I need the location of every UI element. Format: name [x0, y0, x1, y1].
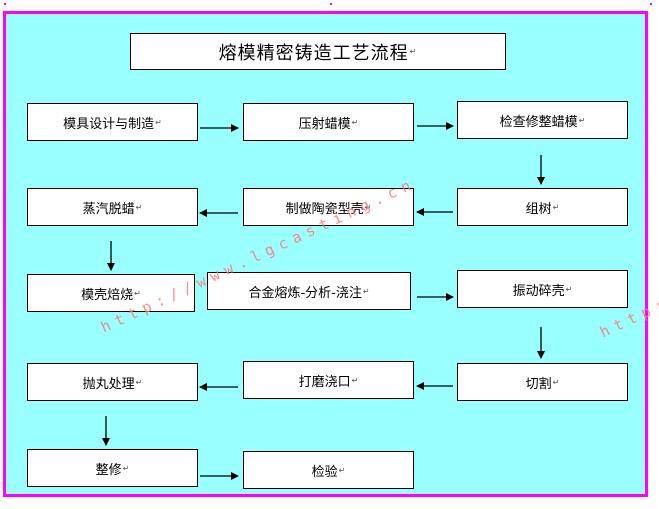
diagram-title-text: 熔模精密铸造工艺流程 [218, 42, 409, 64]
paragraph-mark: ↵ [351, 117, 359, 127]
step-mold-design: 模具设计与制造↵ [27, 103, 198, 141]
step-label: 检验 [311, 464, 338, 480]
step-label: 抛丸处理 [82, 376, 135, 392]
step-label: 模具设计与制造 [63, 116, 155, 132]
paragraph-mark: ↵ [552, 202, 560, 212]
paragraph-mark: ↵ [552, 377, 560, 387]
paragraph-mark: ↵ [409, 47, 418, 56]
paragraph-mark: ↵ [362, 286, 370, 296]
step-label: 切割 [525, 376, 552, 392]
step-shot-blasting: 抛丸处理↵ [27, 363, 198, 401]
step-label: 振动碎壳 [512, 283, 565, 299]
paragraph-mark: ↵ [351, 375, 359, 385]
paragraph-mark: ↵ [135, 202, 143, 212]
paragraph-mark: ↵ [565, 284, 573, 294]
step-label: 组树 [525, 201, 552, 217]
step-shell-firing: 模壳焙烧↵ [27, 274, 195, 312]
step-label: 检查修整蜡模 [499, 114, 578, 130]
paragraph-mark: ↵ [122, 463, 130, 473]
border-dot [650, 3, 652, 5]
step-tree-assembly: 组树↵ [457, 188, 628, 226]
step-label: 整修 [95, 462, 122, 478]
step-steam-dewax: 蒸汽脱蜡↵ [27, 188, 198, 226]
paragraph-mark: ↵ [134, 288, 141, 298]
diagram-title: 熔模精密铸造工艺流程↵ [130, 33, 506, 70]
step-label: 模壳焙烧 [81, 287, 134, 303]
step-label: 蒸汽脱蜡 [82, 201, 135, 217]
paragraph-mark: ↵ [578, 115, 586, 125]
border-dot [330, 3, 332, 5]
border-dot [4, 3, 6, 5]
step-label: 合金熔炼-分析-浇注 [248, 285, 362, 301]
step-wax-inspection: 检查修整蜡模↵ [457, 101, 628, 139]
step-inspection: 检验↵ [243, 451, 414, 489]
step-melt-pour: 合金熔炼-分析-浇注↵ [207, 272, 411, 310]
paragraph-mark: ↵ [135, 377, 143, 387]
step-cutting: 切割↵ [457, 363, 628, 401]
step-finishing: 整修↵ [27, 449, 198, 487]
step-wax-injection: 压射蜡模↵ [243, 103, 414, 141]
step-label: 制做陶瓷型壳 [285, 201, 364, 217]
step-label: 压射蜡模 [298, 116, 351, 132]
step-label: 打磨浇口 [298, 374, 351, 390]
paragraph-mark: ↵ [338, 465, 346, 475]
step-gate-grinding: 打磨浇口↵ [243, 361, 414, 399]
step-shell-knockout: 振动碎壳↵ [457, 270, 628, 308]
paragraph-mark: ↵ [364, 202, 372, 212]
step-ceramic-shell: 制做陶瓷型壳↵ [243, 188, 414, 226]
paragraph-mark: ↵ [155, 117, 162, 127]
